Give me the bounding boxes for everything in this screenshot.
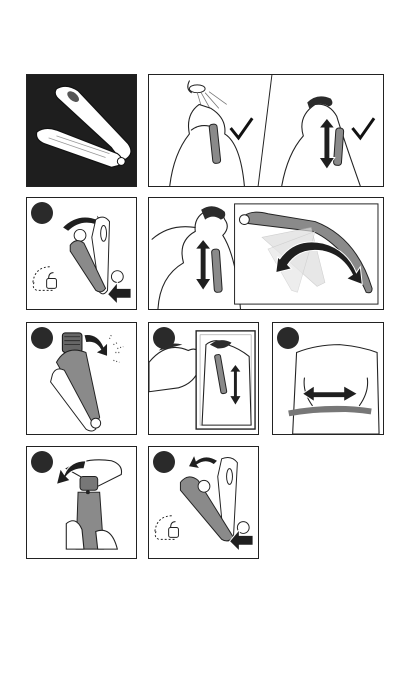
panel-mirror bbox=[148, 322, 259, 435]
panel-lower-back bbox=[272, 322, 384, 435]
device-folded-icon bbox=[27, 75, 136, 186]
unlock-icon bbox=[33, 267, 57, 291]
panel-back-extended bbox=[148, 197, 384, 310]
remove-head-icon bbox=[86, 490, 90, 494]
device-fold-icon bbox=[180, 457, 237, 540]
curved-arrow-icon bbox=[84, 335, 108, 357]
checkmark-icon bbox=[231, 118, 253, 138]
panel-shower-back bbox=[148, 74, 384, 187]
panel-trimmer-head bbox=[26, 322, 137, 435]
panel-folded-device bbox=[26, 74, 137, 187]
device-unfold-icon bbox=[70, 217, 109, 294]
panel-remove-head bbox=[26, 446, 137, 559]
spray-icon bbox=[109, 335, 123, 362]
panel-unfold-lock bbox=[26, 197, 137, 310]
curved-arrow-icon bbox=[188, 455, 217, 469]
unlock-icon bbox=[155, 516, 179, 540]
panel-fold-lock bbox=[148, 446, 259, 559]
trimmer-head-icon bbox=[62, 333, 82, 353]
push-arrow-icon bbox=[108, 282, 132, 304]
checkmark-icon bbox=[352, 118, 374, 138]
